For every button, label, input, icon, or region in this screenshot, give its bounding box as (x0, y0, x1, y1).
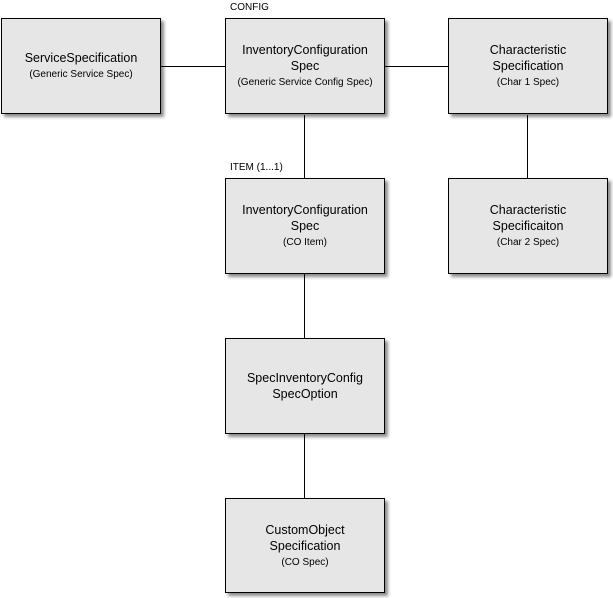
node-title: Characteristic Specificaiton (489, 203, 567, 233)
node-title: InventoryConfiguration Spec (242, 43, 368, 73)
connector-config-to-item (304, 115, 305, 178)
node-subtitle: (CO Spec) (281, 556, 329, 568)
node-title: InventoryConfiguration Spec (242, 203, 368, 233)
inventory-configuration-item-node[interactable]: InventoryConfiguration Spec (CO Item) (225, 178, 385, 274)
node-subtitle: (CO Item) (283, 237, 327, 248)
node-subtitle: (Char 1 Spec) (496, 77, 560, 88)
node-title: SpecInventoryConfig SpecOption (246, 371, 364, 401)
config-label: CONFIG (230, 2, 269, 13)
node-title: Characteristic Specification (489, 43, 567, 73)
spec-inventory-config-spec-option-node[interactable]: SpecInventoryConfig SpecOption (225, 338, 385, 434)
custom-object-specification-node[interactable]: CustomObject Specification (CO Spec) (225, 498, 385, 593)
node-subtitle: (Generic Service Spec) (29, 69, 133, 80)
node-subtitle: (Char 2 Spec) (496, 237, 560, 248)
node-title: CustomObject Specification (265, 522, 345, 553)
service-specification-node[interactable]: ServiceSpecification (Generic Service Sp… (1, 18, 161, 114)
node-title: ServiceSpecification (24, 51, 138, 65)
characteristic-specification-2-node[interactable]: Characteristic Specificaiton (Char 2 Spe… (448, 178, 608, 274)
node-subtitle: (Generic Service Config Spec) (237, 77, 373, 88)
connector-item-to-option (304, 274, 305, 338)
inventory-configuration-spec-node[interactable]: InventoryConfiguration Spec (Generic Ser… (225, 18, 385, 114)
characteristic-specification-1-node[interactable]: Characteristic Specification (Char 1 Spe… (448, 18, 608, 114)
connector-config-to-char1 (385, 66, 449, 67)
connector-char1-to-char2 (527, 115, 528, 178)
item-multiplicity-label: ITEM (1...1) (230, 162, 283, 173)
connector-service-to-config (160, 66, 226, 67)
connector-option-to-custom-object (304, 433, 305, 499)
